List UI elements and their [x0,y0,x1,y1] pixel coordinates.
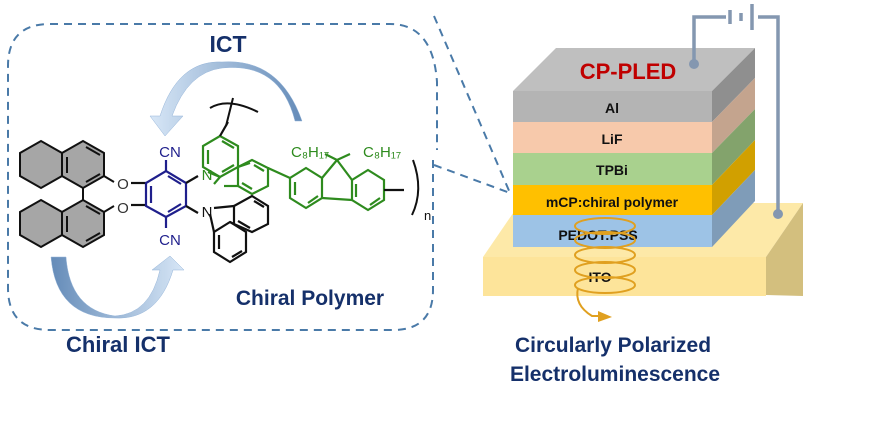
chiral-ict-arrow-icon [50,255,185,319]
substituent-c8h17-right: C₈H₁₇ [363,144,401,161]
dashed-callout-border [7,23,438,331]
chiral-polymer-label: Chiral Polymer [236,287,384,310]
layer-label-tpbi: TPBi [596,162,628,178]
carbazole-donor-green [201,121,291,196]
acceptor-core [131,160,199,228]
layer-pedot [513,215,712,247]
circuit-wires [692,15,780,213]
caption-line-2: Electroluminescence [510,363,720,386]
polymer-bracket-end [411,159,420,216]
repeat-unit-n: n [424,208,431,223]
ict-arrow-icon [149,61,303,137]
layer-label-mcp: mCP:chiral polymer [546,194,679,210]
fluorene-unit-green [288,153,404,212]
substituent-c8h17-left: C₈H₁₇ [291,144,329,161]
polymer-bracket-top [209,97,259,127]
atom-n-black: N [202,204,213,221]
binaphthyl-unit [19,139,115,249]
layer-al [513,91,712,122]
layer-mcp [513,185,712,215]
atom-o-bottom: O [117,200,129,217]
carbazole-pendant-black [208,194,270,264]
chiral-ict-label: Chiral ICT [66,332,170,357]
layer-label-pedot: PEDOT:PSS [558,227,637,243]
layer-label-lif: LiF [602,131,623,147]
ict-label: ICT [209,31,246,57]
device-title: CP-PLED [580,59,677,84]
electrode-contact-top [689,59,699,69]
callout-pointer-line-1 [433,15,511,194]
electrode-contact-bottom [773,209,783,219]
atom-o-top: O [117,176,129,193]
atom-cn-bottom: CN [159,232,181,249]
layer-lif [513,122,712,153]
atom-cn-top: CN [159,144,181,161]
battery-icon [728,4,754,30]
atom-n-green: N [202,167,213,184]
helix-light-icon [574,217,636,317]
layer-tpbi [513,153,712,185]
helix-arrowhead-icon [598,311,612,322]
caption-line-1: Circularly Polarized [515,334,711,357]
layer-label-al: Al [605,100,619,116]
callout-pointer-line-2 [433,164,511,194]
